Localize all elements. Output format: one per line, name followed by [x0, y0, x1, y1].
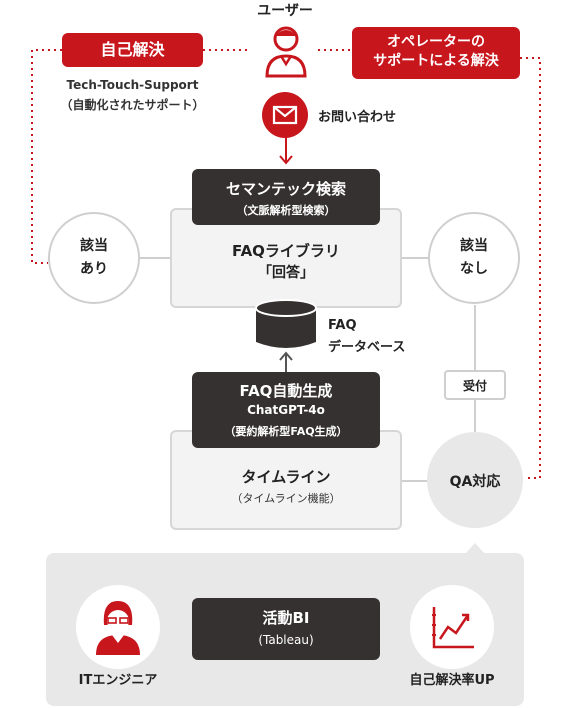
engineer-icon — [96, 601, 140, 655]
growth-chart-icon — [432, 607, 474, 649]
accept-box — [444, 370, 506, 400]
bi-title: 活動BI — [262, 609, 310, 627]
bi-sub: (Tableau) — [258, 633, 314, 647]
semantic-title: セマンテック検索 — [225, 180, 346, 198]
it-engineer-label: ITエンジニア — [78, 673, 158, 688]
semantic-search-box — [192, 169, 380, 225]
faq-db-line2: データベース — [328, 340, 406, 355]
self-solve-sub2: （自動化されたサポート） — [60, 98, 205, 112]
faq-gen-model: ChatGPT-4o — [247, 403, 325, 417]
nohit-circle — [428, 212, 520, 304]
qa-circle — [427, 432, 523, 528]
engineer-circle — [76, 585, 160, 669]
timeline-title: タイムライン — [241, 468, 331, 486]
nohit-line1: 該当 — [460, 238, 488, 254]
database-icon — [255, 299, 317, 348]
accept-label: 受付 — [462, 379, 487, 393]
qa-label: QA対応 — [449, 474, 501, 490]
growth-circle — [410, 585, 494, 669]
faq-db-line1: FAQ — [328, 318, 357, 333]
operator-line2: サポートによる解決 — [373, 53, 499, 69]
hit-line2: あり — [80, 261, 108, 277]
user-icon — [265, 26, 307, 78]
user-label: ユーザー — [257, 3, 313, 19]
hit-circle — [48, 212, 140, 304]
self-rate-label: 自己解決率UP — [409, 673, 495, 688]
hit-line1: 該当 — [80, 238, 108, 254]
activity-bi-box — [192, 598, 380, 660]
faq-gen-title: FAQ自動生成 — [239, 382, 333, 400]
self-solve-sub1: Tech-Touch-Support — [66, 78, 199, 92]
faq-generation-box — [192, 372, 380, 448]
faq-gen-sub: （要約解析型FAQ生成） — [224, 425, 348, 438]
mail-icon — [262, 92, 308, 138]
faq-library-answer: 「回答」 — [258, 265, 314, 281]
semantic-sub: （文脈解析型検索） — [236, 204, 336, 217]
nohit-line2: なし — [460, 261, 488, 277]
self-solve-tag: 自己解決 — [62, 33, 203, 67]
qa-pointer — [466, 543, 484, 553]
inquiry-label: お問い合わせ — [318, 110, 397, 125]
faq-library-title: FAQライブラリ — [232, 242, 340, 260]
timeline-sub: （タイムライン機能） — [231, 492, 341, 505]
operator-line1: オペレーターの — [387, 34, 485, 50]
operator-tag: オペレーターの サポートによる解決 — [352, 27, 520, 79]
